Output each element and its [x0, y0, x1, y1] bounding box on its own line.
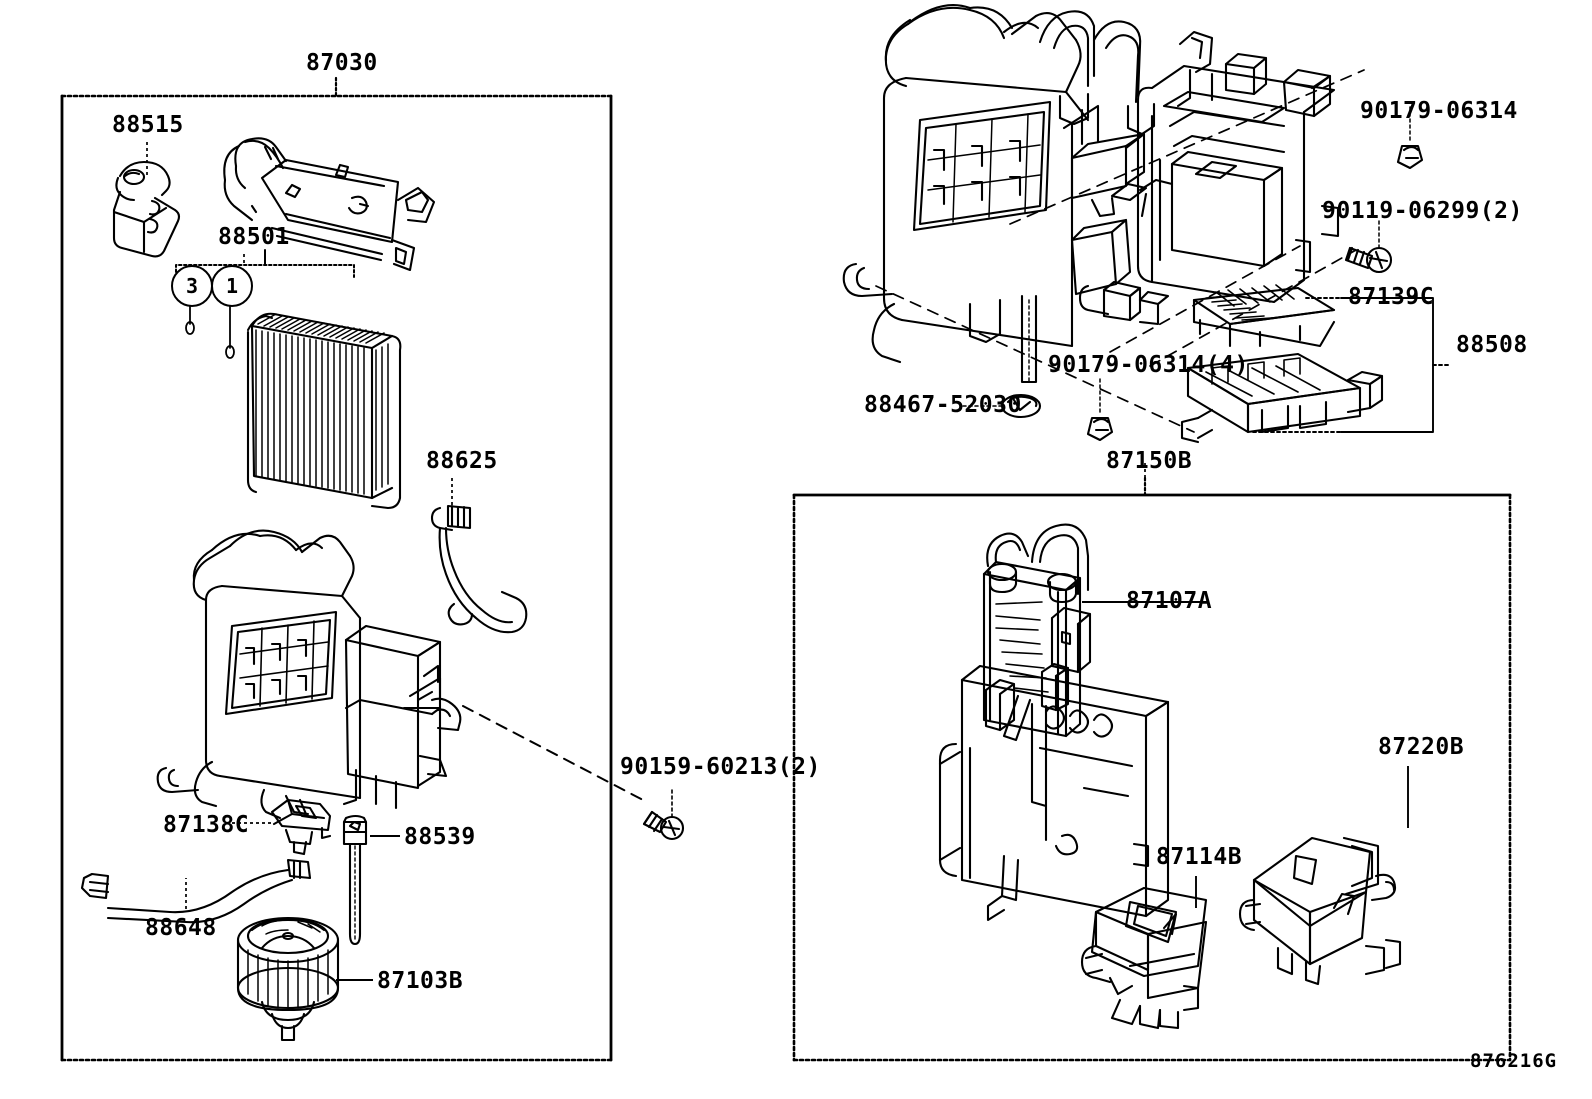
part-90179-06314-clip	[1396, 103, 1424, 170]
callout-88501: 88501	[218, 224, 290, 250]
callout-88625: 88625	[426, 448, 498, 474]
part-87138C	[270, 798, 332, 856]
callout-87114B: 87114B	[1156, 844, 1243, 870]
callout-88539: 88539	[404, 824, 476, 850]
callout-90159-60213: 90159-60213(2)	[620, 754, 821, 780]
callout-88648: 88648	[145, 915, 217, 941]
bracket-88508	[1252, 297, 1449, 433]
part-90119-06299-bolt	[1344, 217, 1393, 274]
assembly-hvac-unit	[842, 4, 1365, 433]
callout-87103B: 87103B	[377, 968, 464, 994]
group-box-right	[792, 476, 1512, 1062]
part-88501-evaporator	[246, 312, 402, 510]
part-87103B	[236, 916, 340, 1042]
callout-87107A: 87107A	[1126, 588, 1213, 614]
callout-88508: 88508	[1456, 332, 1528, 358]
group-box-left	[60, 76, 613, 1062]
callout-88515: 88515	[112, 112, 184, 138]
callout-90119-06299: 90119-06299(2)	[1322, 198, 1523, 224]
part-90179-06314-4-clip	[1086, 377, 1114, 442]
part-87114B	[1080, 886, 1208, 1030]
group-label-87150B: 87150B	[1106, 448, 1193, 474]
part-87150B-case	[1180, 352, 1384, 444]
group-label-87030: 87030	[306, 50, 378, 76]
callout-90179-06314: 90179-06314	[1360, 98, 1518, 124]
index-bubble-1: 1	[211, 265, 253, 307]
part-88467-52030-grommet	[959, 393, 1042, 419]
callout-87139C: 87139C	[1348, 284, 1435, 310]
part-87220B	[1238, 836, 1402, 986]
part-87107A	[982, 523, 1090, 738]
callout-87138C: 87138C	[163, 812, 250, 838]
callout-87220B: 87220B	[1378, 734, 1465, 760]
part-88501-duct	[223, 137, 436, 272]
part-heater-case	[938, 606, 1170, 922]
part-88648	[80, 858, 312, 924]
part-87139C-filter	[1192, 284, 1336, 348]
part-88625	[430, 504, 528, 634]
part-88539	[342, 814, 368, 946]
part-88515	[112, 160, 181, 258]
callout-88467-52030: 88467-52030	[864, 392, 1022, 418]
part-90159-60213	[462, 705, 685, 841]
sheet-code: 876216G	[1470, 1050, 1558, 1072]
callout-90179-06314-4: 90179-06314(4)	[1048, 352, 1249, 378]
index-bubble-3: 3	[171, 265, 213, 307]
